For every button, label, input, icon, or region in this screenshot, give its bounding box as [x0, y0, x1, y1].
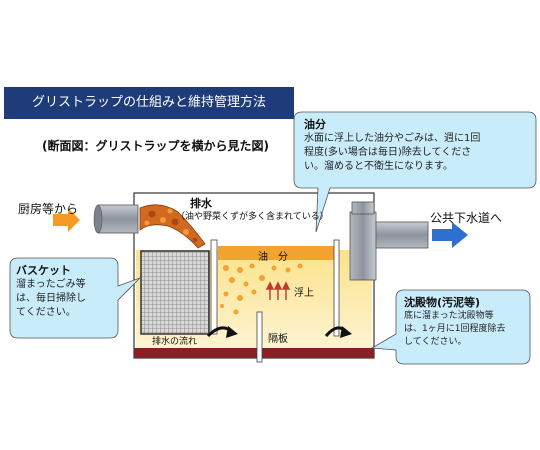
- callout-oil-line: 水面に浮上した油分やごみは、週に1回: [304, 133, 481, 144]
- outlet-pipe-horizontal: [375, 221, 429, 249]
- diagram-subtitle: (断面図：グリストラップを横から見た図): [42, 139, 269, 153]
- callout-basket-line: は、毎日掃除し: [16, 293, 86, 304]
- sludge-layer: [134, 348, 374, 358]
- callout-oil: 油分 水面に浮上した油分やごみは、週に1回 程度(多い場合は毎日)除去してくださ…: [304, 116, 530, 174]
- drain-label: 排水: [190, 197, 212, 210]
- wastewater-debris: [139, 204, 206, 249]
- callout-sediment-line: してください。: [404, 337, 467, 347]
- float-label: 浮上: [294, 288, 314, 299]
- basket-wall: [210, 239, 218, 335]
- inlet-arrow: [53, 208, 80, 232]
- callout-sediment-bubble: [370, 289, 531, 365]
- outlet-pipe-vertical: [349, 211, 377, 281]
- callout-sediment-line: 底に溜まった沈殿物等: [404, 311, 494, 321]
- flow-label: 排水の流れ: [152, 337, 198, 347]
- oil-droplets: [220, 263, 303, 315]
- callout-oil-title: 油分: [304, 118, 326, 131]
- callout-basket-line: 溜まったごみ等: [16, 279, 86, 290]
- title-bar: [4, 87, 294, 119]
- callout-sediment: 沈殿物(汚泥等) 底に溜まった沈殿物等 は、1ヶ月に1回程度除去 してください。: [404, 294, 528, 349]
- callout-basket: バスケット 溜まったごみ等 は、毎日掃除し てください。: [16, 262, 116, 320]
- outlet-label: 公共下水道へ: [430, 211, 503, 225]
- inlet-label: 厨房等から: [18, 202, 79, 216]
- float-arrows: [265, 281, 291, 300]
- callout-oil-line: 程度(多い場合は毎日)除去してくださ: [304, 147, 472, 158]
- callout-oil-bubble: [293, 111, 537, 233]
- partition: [256, 311, 263, 363]
- oil-layer: [218, 246, 336, 260]
- inlet-pipe: [97, 204, 139, 234]
- outlet-arrow: [432, 222, 468, 248]
- diagram-title: グリストラップの仕組みと維持管理方法: [31, 95, 266, 110]
- callout-basket-bubble: [9, 257, 141, 339]
- callout-oil-line: い。溜めると不衛生になります。: [304, 161, 453, 172]
- oil-layer-label: 油 分: [258, 252, 288, 263]
- right-baffle: [333, 239, 340, 337]
- basket: [140, 250, 210, 335]
- callout-sediment-line: は、1ヶ月に1回程度除去: [404, 324, 506, 334]
- callout-sediment-title: 沈殿物(汚泥等): [404, 296, 481, 309]
- callout-basket-line: てください。: [16, 307, 76, 318]
- partition-label: 隔板: [268, 334, 288, 345]
- callout-basket-title: バスケット: [16, 264, 71, 277]
- drain-note: （油や野菜くずが多く含まれている）: [176, 212, 329, 222]
